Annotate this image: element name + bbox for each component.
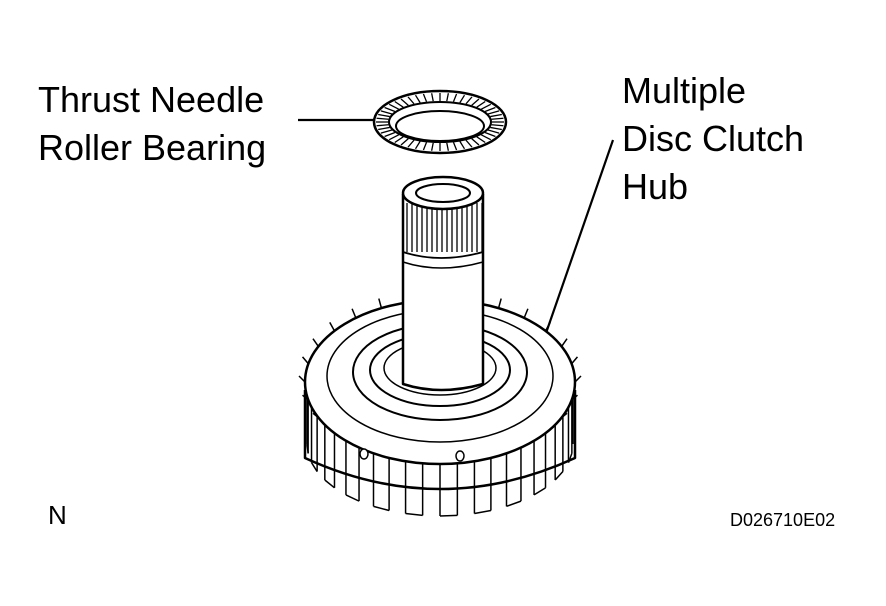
bearing-label-line-2: Roller Bearing bbox=[38, 127, 267, 168]
corner-mark: N bbox=[48, 500, 67, 530]
bearing-needles bbox=[376, 93, 504, 151]
hub-label-line-3: Hub bbox=[622, 166, 689, 207]
shaft-splines bbox=[406, 203, 483, 252]
hub-label-line-2: Disc Clutch bbox=[622, 118, 805, 159]
leader-lines bbox=[298, 118, 615, 337]
thrust-needle-roller-bearing bbox=[372, 89, 508, 155]
multiple-disc-clutch-hub bbox=[298, 175, 582, 517]
bearing-label-line-1: Thrust Needle bbox=[38, 79, 265, 120]
figure-code: D026710E02 bbox=[730, 510, 836, 530]
hub-label-line-1: Multiple bbox=[622, 70, 747, 111]
hub-leader-line bbox=[543, 139, 615, 337]
